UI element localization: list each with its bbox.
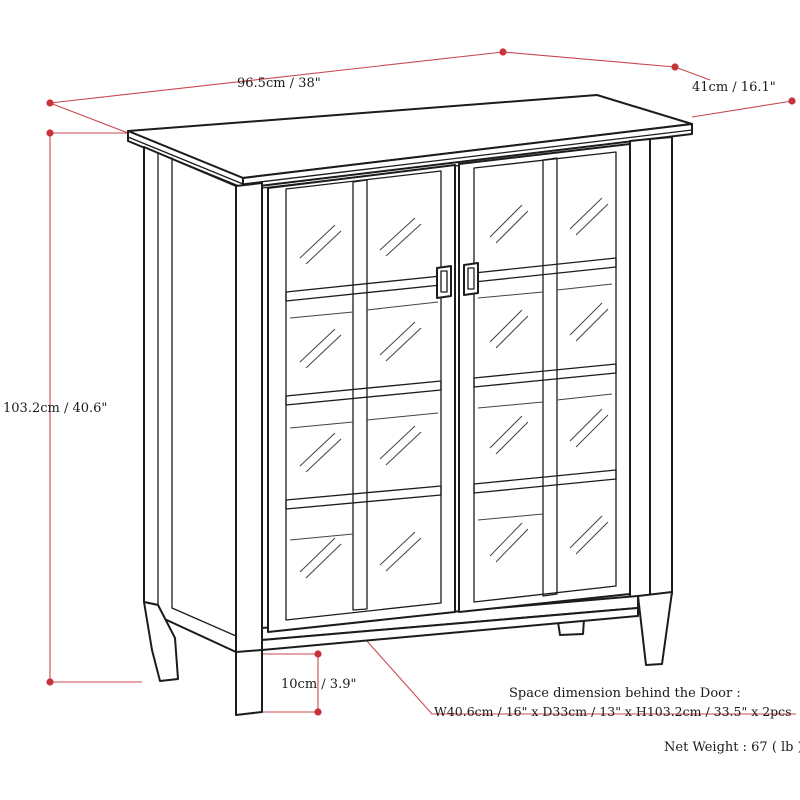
cabinet-drawing <box>127 94 693 716</box>
front-right-post <box>629 138 651 600</box>
leg-clearance-label: 10cm / 3.9" <box>281 677 356 692</box>
right-door-mullion <box>542 157 558 597</box>
height-dot-top <box>46 129 54 137</box>
left-door-interior-shelves <box>289 301 439 541</box>
depth-dimension-line <box>502 51 676 68</box>
left-side-apron <box>157 615 237 653</box>
width-dimension-line <box>49 51 504 104</box>
right-door-frame <box>458 143 631 613</box>
left-door-rail-3 <box>285 485 442 510</box>
cabinet-top-edge-line <box>242 129 693 185</box>
front-right-leg <box>637 591 673 666</box>
width-extension-left <box>49 102 129 134</box>
left-rear-leg <box>143 601 179 682</box>
height-label: 103.2cm / 40.6" <box>3 401 107 416</box>
left-door-inner-frame <box>285 170 442 621</box>
left-door-frame <box>267 164 456 633</box>
left-door <box>267 164 456 633</box>
right-door-glass-reflections <box>489 197 609 563</box>
height-dot-bottom <box>46 678 54 686</box>
front-left-post <box>235 182 263 657</box>
left-handle-grip <box>440 270 448 293</box>
right-door-rail-3 <box>473 469 617 494</box>
net-weight-label: Net Weight : 67 ( lb ) <box>664 740 800 755</box>
door-handles <box>436 262 479 299</box>
space-dimension-detail: W40.6cm / 16" x D33cm / 13" x H103.2cm /… <box>434 704 792 719</box>
left-door-glass-reflections <box>299 217 422 579</box>
clearance-dot-bottom <box>314 708 322 716</box>
left-door-mullion <box>352 179 368 611</box>
depth-extension-top <box>674 66 711 81</box>
depth-dot-right <box>788 97 796 105</box>
right-side-panel <box>649 136 673 597</box>
right-door-rail-2 <box>473 363 617 388</box>
width-label: 96.5cm / 38" <box>237 76 321 91</box>
width-dot-left <box>46 99 54 107</box>
left-side-bottom-rail <box>171 607 237 637</box>
cabinet-top-edge-line-left <box>127 136 244 185</box>
right-handle-grip <box>467 267 475 290</box>
right-door-interior-shelves <box>477 283 613 521</box>
depth-extension-right <box>691 100 793 118</box>
left-door-rail-2 <box>285 380 442 406</box>
bottom-apron-front <box>261 607 639 651</box>
front-left-leg <box>235 649 263 716</box>
clearance-dot-top <box>314 650 322 658</box>
depth-dot-top <box>671 63 679 71</box>
right-door-inner-frame <box>473 151 617 603</box>
depth-label: 41cm / 16.1" <box>692 80 776 95</box>
right-door <box>458 143 631 613</box>
space-dimension-title: Space dimension behind the Door : <box>509 686 741 701</box>
dimension-labels: 96.5cm / 38" 41cm / 16.1" 103.2cm / 40.6… <box>3 76 800 755</box>
